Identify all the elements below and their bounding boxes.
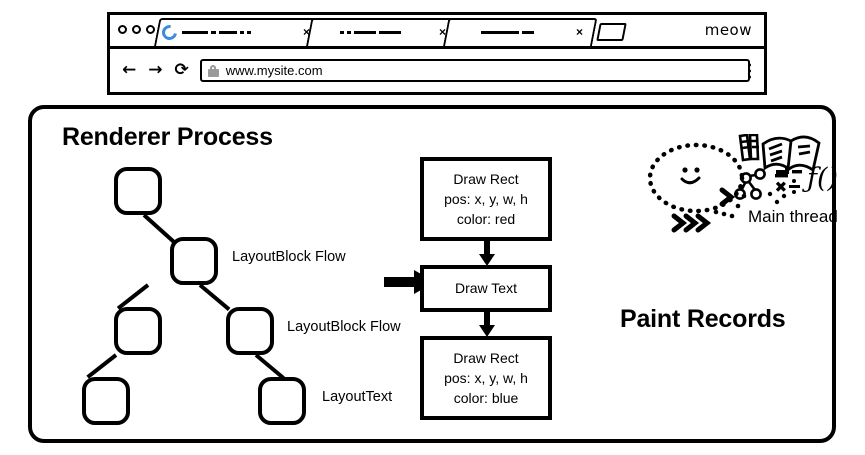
tree-node-text-1[interactable] <box>82 377 130 425</box>
main-thread-illustration: ƒ() Main thread <box>644 133 864 244</box>
paint-record-line: Draw Rect <box>453 170 519 187</box>
layout-tree: LayoutBlock Flow LayoutBlock Flow Layout… <box>82 167 412 437</box>
main-thread-label: Main thread <box>748 207 838 226</box>
browser-toolbar: ← → ⟳ www.mysite.com <box>110 49 764 95</box>
paint-records-title: Paint Records <box>620 305 786 333</box>
url-bar[interactable]: www.mysite.com <box>199 59 750 82</box>
tree-label-text: LayoutText <box>322 389 393 405</box>
paint-record-line: pos: x, y, w, h <box>444 369 528 386</box>
node-tree-icon <box>734 168 766 200</box>
tree-edge-block2-text1 <box>86 353 118 379</box>
paint-record-line: Draw Rect <box>453 349 519 366</box>
open-book-icon <box>761 135 821 173</box>
tab-title-placeholder <box>481 30 534 34</box>
paint-record-line: pos: x, y, w, h <box>444 190 528 207</box>
tab-content <box>443 18 592 46</box>
paint-flow-arrow-1 <box>479 240 495 266</box>
tab-close-icon-3[interactable]: × <box>575 25 583 39</box>
renderer-process-panel: Renderer Process LayoutBlock Flow Layout… <box>28 105 838 443</box>
paint-record-box-1[interactable]: Draw Rect pos: x, y, w, h color: red <box>420 157 552 241</box>
paint-flow-arrow-2 <box>479 311 495 337</box>
tab-content <box>306 18 455 46</box>
tab-close-icon-1[interactable]: × <box>302 25 310 39</box>
tab-close-icon-2[interactable]: × <box>438 25 446 39</box>
paint-record-line: Draw Text <box>455 280 517 297</box>
svg-text:ƒ(): ƒ() <box>802 163 838 194</box>
browser-branding-label: meow <box>704 21 752 39</box>
tree-label-block-2: LayoutBlock Flow <box>287 319 401 335</box>
motion-chevrons-icon <box>671 187 736 233</box>
tree-edge-block1-block3 <box>198 283 231 311</box>
paint-record-box-2[interactable]: Draw Text <box>420 265 552 312</box>
three-dot-menu-icon[interactable] <box>748 63 751 78</box>
tab-strip: × × × <box>110 15 764 49</box>
window-control-dot-3[interactable] <box>146 25 155 34</box>
tree-node-root[interactable] <box>114 167 162 215</box>
tree-edge-block1-block2 <box>116 283 150 310</box>
padlock-icon <box>207 64 219 77</box>
tab-title-placeholder <box>340 30 401 34</box>
browser-tab-1[interactable]: × <box>154 18 325 46</box>
tab-title-placeholder <box>182 30 251 34</box>
tree-node-text-2[interactable] <box>258 377 306 425</box>
browser-tab-2[interactable]: × <box>306 18 461 46</box>
window-control-dot-2[interactable] <box>132 25 141 34</box>
browser-tab-3[interactable]: × <box>443 18 598 46</box>
browser-window: × × × <box>107 12 767 95</box>
tree-edge-block3-text2 <box>254 353 285 380</box>
pencils-icon <box>738 133 760 162</box>
math-symbols-icon <box>775 167 802 194</box>
paint-record-box-3[interactable]: Draw Rect pos: x, y, w, h color: blue <box>420 336 552 420</box>
tree-node-block-3[interactable] <box>226 307 274 355</box>
renderer-process-title: Renderer Process <box>62 123 273 151</box>
reload-icon[interactable]: ⟳ <box>174 60 189 80</box>
paint-record-line: color: red <box>456 211 516 228</box>
function-icon: ƒ() <box>802 163 838 194</box>
loading-spinner-icon <box>159 21 180 43</box>
tab-content <box>154 18 319 46</box>
back-icon[interactable]: ← <box>122 60 137 80</box>
window-controls <box>118 25 155 34</box>
url-input[interactable]: www.mysite.com <box>225 63 323 78</box>
forward-icon[interactable]: → <box>148 60 163 80</box>
new-tab-icon[interactable] <box>596 23 627 41</box>
tree-node-block-1[interactable] <box>170 237 218 285</box>
tree-label-block-1: LayoutBlock Flow <box>232 249 346 265</box>
window-control-dot-1[interactable] <box>118 25 127 34</box>
tree-node-block-2[interactable] <box>114 307 162 355</box>
paint-record-line: color: blue <box>453 390 519 407</box>
